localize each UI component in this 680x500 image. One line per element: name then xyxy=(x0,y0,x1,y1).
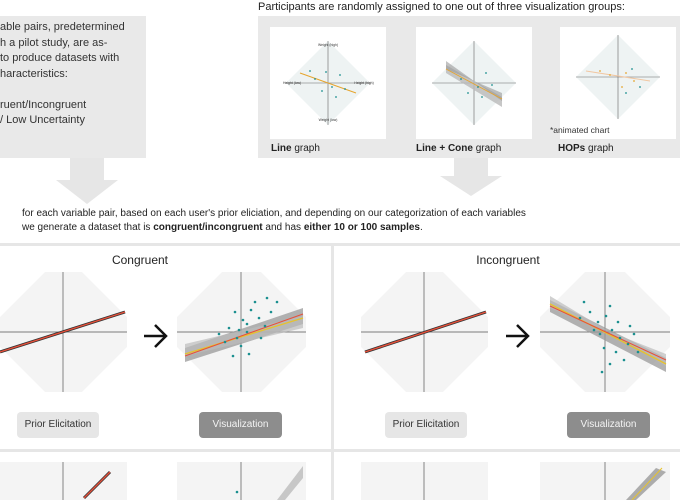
left-line: h a pilot study, are as- xyxy=(0,36,108,49)
horizontal-divider xyxy=(0,243,680,246)
axis-label-top: Weight (high) xyxy=(318,43,338,47)
animated-chart-note: *animated chart xyxy=(550,125,610,135)
prior-elicitation-button[interactable]: Prior Elicitation xyxy=(385,412,467,438)
dataset-text-line2: we generate a dataset that is congruent/… xyxy=(22,222,423,233)
congruent-prior-plot xyxy=(0,272,127,392)
flow-arrow-icon xyxy=(144,324,168,348)
axis-label-bottom: Weight (low) xyxy=(319,118,338,122)
group-suffix: graph xyxy=(291,143,320,154)
visualization-button[interactable]: Visualization xyxy=(567,412,650,438)
flow-arrow-icon xyxy=(506,324,530,348)
incongruent-title: Incongruent xyxy=(476,253,540,267)
dataset-text-line1: for each variable pair, based on each us… xyxy=(22,208,526,219)
vertical-divider xyxy=(331,246,334,500)
left-line xyxy=(0,82,150,98)
dataset-generation-text: for each variable pair, based on each us… xyxy=(22,207,526,235)
left-line: to produce datasets with xyxy=(0,52,120,64)
left-line: haracteristics: xyxy=(0,67,68,80)
congruent-visualization-plot-lower xyxy=(177,462,306,500)
line-cone-graph-card xyxy=(416,27,532,139)
line-graph-card: Weight (high) Weight (low) Height (low) … xyxy=(270,27,386,139)
groups-title: Participants are randomly assigned to on… xyxy=(258,1,625,13)
group-suffix: graph xyxy=(585,143,614,154)
hops-graph-thumbnail xyxy=(576,35,660,119)
line-cone-graph-label: Line + Cone graph xyxy=(416,143,501,154)
left-line: able pairs, predetermined xyxy=(0,21,125,33)
prior-elicitation-button[interactable]: Prior Elicitation xyxy=(17,412,99,438)
line-cone-graph-thumbnail xyxy=(432,41,516,125)
down-chevron-icon xyxy=(56,158,118,204)
hops-graph-label: HOPs graph xyxy=(558,143,614,154)
incongruent-prior-plot xyxy=(361,272,488,392)
incongruent-visualization-plot xyxy=(540,272,670,392)
congruent-visualization-plot xyxy=(177,272,306,392)
visualization-button[interactable]: Visualization xyxy=(199,412,282,438)
hops-graph-card: *animated chart xyxy=(550,27,676,139)
congruent-title: Congruent xyxy=(111,253,169,267)
down-chevron-icon xyxy=(440,158,502,196)
congruent-prior-plot-lower xyxy=(0,462,127,500)
left-line: / Low Uncertainty xyxy=(0,114,85,126)
group-name: Line + Cone xyxy=(416,143,473,154)
group-name: HOPs xyxy=(558,143,586,154)
left-line: ruent/Incongruent xyxy=(0,98,87,111)
horizontal-divider xyxy=(0,449,680,452)
left-info-panel xyxy=(0,16,146,158)
group-suffix: graph xyxy=(472,143,502,154)
axis-label-left: Height (low) xyxy=(283,81,301,85)
left-info-text: able pairs, predetermined h a pilot stud… xyxy=(0,20,150,129)
axis-label-right: Height (high) xyxy=(354,81,373,85)
line-graph-label: Line graph xyxy=(271,143,320,154)
incongruent-prior-plot-lower xyxy=(361,462,488,500)
line-graph-thumbnail: Weight (high) Weight (low) Height (low) … xyxy=(283,41,374,125)
incongruent-visualization-plot-lower xyxy=(540,462,670,500)
group-name: Line xyxy=(271,143,292,154)
